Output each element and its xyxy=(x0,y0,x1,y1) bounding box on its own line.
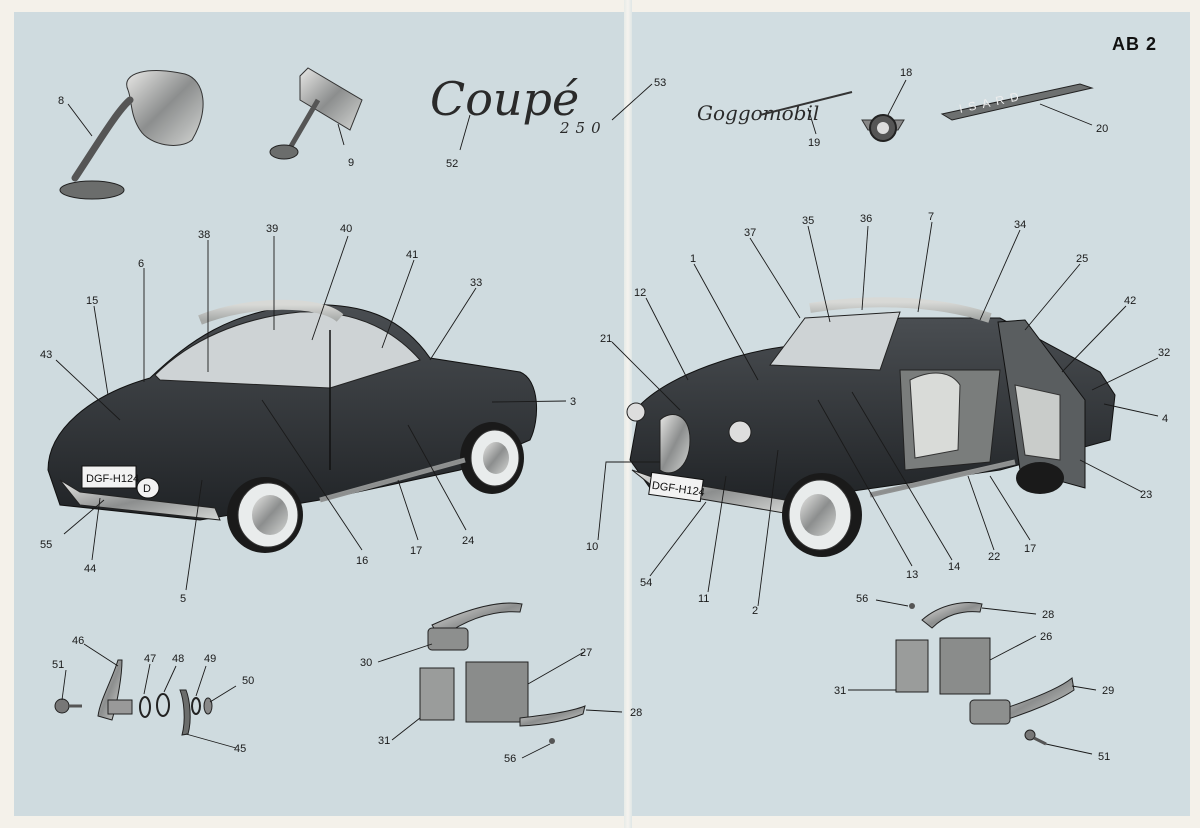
callout-20: 20 xyxy=(1096,123,1108,135)
callout-31-left: 31 xyxy=(378,735,390,747)
round-badge-icon xyxy=(861,114,905,142)
leader-lines xyxy=(55,79,1159,759)
callout-56-left: 56 xyxy=(504,753,516,765)
callout-26: 26 xyxy=(1040,631,1052,643)
callout-36: 36 xyxy=(860,213,872,225)
exterior-mirror-icon xyxy=(59,70,204,200)
svg-text:D: D xyxy=(143,483,151,495)
svg-text:ISARD: ISARD xyxy=(958,88,1026,116)
callout-12: 12 xyxy=(634,287,646,299)
fuel-cap-lock-parts xyxy=(54,659,213,736)
callout-42: 42 xyxy=(1124,295,1136,307)
callout-11: 11 xyxy=(698,593,709,605)
callout-43: 43 xyxy=(40,349,52,361)
callout-9: 9 xyxy=(348,157,354,169)
callout-5: 5 xyxy=(180,593,186,605)
callout-51-right: 51 xyxy=(1098,751,1110,763)
callout-17-left: 17 xyxy=(410,545,422,557)
callout-13: 13 xyxy=(906,569,918,581)
coupe-emblem: Coupé 250 xyxy=(430,72,607,137)
callout-50: 50 xyxy=(242,675,254,687)
callout-15: 15 xyxy=(86,295,98,307)
callout-22: 22 xyxy=(988,551,1000,563)
callout-33: 33 xyxy=(470,277,482,289)
callout-10: 10 xyxy=(586,541,598,553)
callout-24: 24 xyxy=(462,535,474,547)
isard-badge: ISARD xyxy=(940,83,1094,121)
svg-text:250: 250 xyxy=(559,119,607,137)
callout-38: 38 xyxy=(198,229,210,241)
door-lock-left-parts xyxy=(419,602,586,744)
callout-18: 18 xyxy=(900,67,912,79)
callout-8: 8 xyxy=(58,95,64,107)
callout-23: 23 xyxy=(1140,489,1152,501)
svg-text:DGF-H124: DGF-H124 xyxy=(86,473,139,485)
callout-14: 14 xyxy=(948,561,960,573)
callout-6: 6 xyxy=(138,258,144,270)
callout-32: 32 xyxy=(1158,347,1170,359)
callout-4: 4 xyxy=(1162,413,1168,425)
car-front-view: DGF-H124 xyxy=(626,297,1116,557)
callout-3: 3 xyxy=(570,396,576,408)
callout-44: 44 xyxy=(84,563,96,575)
door-lock-right-parts xyxy=(895,602,1075,746)
callout-39: 39 xyxy=(266,223,278,235)
callout-31-right: 31 xyxy=(834,685,846,697)
callout-46: 46 xyxy=(72,635,84,647)
callout-16: 16 xyxy=(356,555,368,567)
callout-19: 19 xyxy=(808,137,820,149)
callout-47: 47 xyxy=(144,653,156,665)
callout-40: 40 xyxy=(340,223,352,235)
callout-56-right: 56 xyxy=(856,593,868,605)
callout-21: 21 xyxy=(600,333,612,345)
callout-17-right: 17 xyxy=(1024,543,1036,555)
callout-41: 41 xyxy=(406,249,418,261)
goggomobil-emblem: Goggomobil xyxy=(697,91,853,125)
callout-51-left: 51 xyxy=(52,659,64,671)
callout-35: 35 xyxy=(802,215,814,227)
callout-54: 54 xyxy=(640,577,652,589)
callout-2: 2 xyxy=(752,605,758,617)
interior-mirror-icon xyxy=(269,67,363,160)
car-rear-view: DGF-H124 D xyxy=(47,299,538,553)
callout-52: 52 xyxy=(446,158,458,170)
callout-30: 30 xyxy=(360,657,372,669)
page-code: AB 2 xyxy=(1112,34,1158,54)
callout-28-left: 28 xyxy=(630,707,642,719)
callout-27: 27 xyxy=(580,647,592,659)
callout-53: 53 xyxy=(654,77,666,89)
callout-49: 49 xyxy=(204,653,216,665)
callout-37: 37 xyxy=(744,227,756,239)
callout-34: 34 xyxy=(1014,219,1026,231)
callout-25: 25 xyxy=(1076,253,1088,265)
svg-text:Coupé: Coupé xyxy=(430,72,579,126)
callout-1: 1 xyxy=(690,253,696,265)
callout-48: 48 xyxy=(172,653,184,665)
callout-28-right: 28 xyxy=(1042,609,1054,621)
callout-numbers: 8 9 52 53 19 18 20 38 39 40 41 33 6 15 4… xyxy=(40,67,1170,765)
callout-29: 29 xyxy=(1102,685,1114,697)
callout-7: 7 xyxy=(928,211,934,223)
callout-55: 55 xyxy=(40,539,52,551)
callout-45: 45 xyxy=(234,743,246,755)
